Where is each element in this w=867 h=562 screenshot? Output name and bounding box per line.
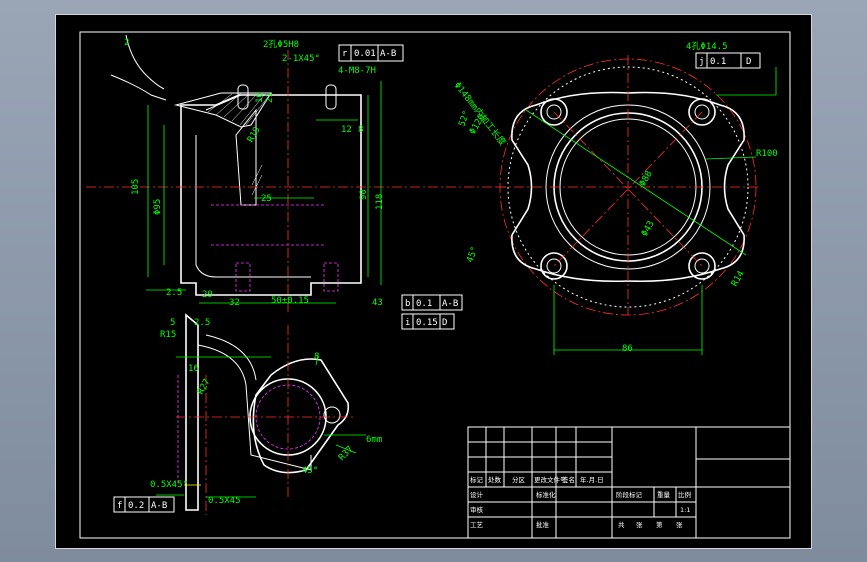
- drawing-canvas: 2孔Φ5H8 2-1X45° 4-M8-7H 105 Φ95 90 118 25…: [79, 31, 791, 539]
- tb-scale-value: 1:1: [680, 506, 690, 514]
- dim-118: 118: [375, 194, 385, 210]
- svg-text:0.1: 0.1: [416, 299, 432, 309]
- svg-text:0.15: 0.15: [416, 318, 438, 328]
- dim-45: 45°: [465, 245, 480, 264]
- tolerance-frame-1: r 0.01 A-B: [338, 44, 404, 62]
- dim-90: 90: [359, 189, 369, 200]
- dim-52: 52°: [457, 109, 472, 128]
- svg-text:f: f: [117, 501, 122, 511]
- tb-page: 第: [656, 520, 663, 529]
- svg-text:A-B: A-B: [151, 501, 167, 511]
- tolerance-frame-5: j 0.1 D: [695, 52, 761, 69]
- svg-text:i: i: [405, 318, 410, 328]
- bottom-view: [156, 313, 366, 515]
- cad-drawing-viewport[interactable]: 2孔Φ5H8 2-1X45° 4-M8-7H 105 Φ95 90 118 25…: [55, 14, 812, 549]
- dim-105: 105: [131, 179, 141, 195]
- tb-process: 工艺: [470, 521, 484, 529]
- svg-text:D: D: [442, 318, 447, 328]
- dim-r14: R14: [730, 269, 747, 288]
- svg-text:b: b: [405, 299, 410, 309]
- tb-date: 年.月.日: [580, 475, 604, 484]
- dim-2-5-bottom: 2.5: [194, 318, 210, 328]
- dim-8: 8: [358, 125, 363, 135]
- tb-scale: 比例: [678, 490, 691, 499]
- dim-2-5: 2.5: [166, 288, 182, 298]
- svg-text:j: j: [699, 57, 704, 67]
- tb-zone: 分区: [512, 475, 526, 484]
- dim-chamfer-2: 0.5X45: [208, 496, 241, 506]
- svg-text:r: r: [342, 49, 348, 59]
- tb-count: 处数: [488, 475, 502, 484]
- dim-6mm: 6mm: [366, 435, 382, 445]
- section-view: [86, 34, 506, 315]
- dim-12: 12: [341, 125, 352, 135]
- dim-50: 50±0.15: [271, 296, 309, 306]
- dim-21: 21: [265, 92, 275, 103]
- tb-sheet2: 张: [676, 520, 683, 529]
- tb-change-doc: 更改文件号: [534, 475, 567, 484]
- tb-stage: 阶段标记: [616, 490, 643, 499]
- tb-sheet1: 张: [636, 520, 643, 529]
- tb-design: 设计: [470, 490, 484, 499]
- tb-mark: 标记: [470, 475, 484, 484]
- dim-holes-phi5: 2孔Φ5H8: [263, 39, 299, 50]
- dim-r100: R100: [756, 149, 778, 159]
- dim-25: 25: [261, 194, 272, 204]
- dim-thread: 4-M8-7H: [338, 66, 376, 76]
- svg-text:A-B: A-B: [380, 49, 396, 59]
- dim-16: 16: [255, 92, 265, 103]
- dim-phi95: Φ95: [153, 199, 163, 215]
- dim-5: 5: [170, 318, 175, 328]
- tb-weight: 重量: [657, 491, 671, 499]
- svg-text:D: D: [746, 57, 751, 67]
- dim-2: 2: [124, 38, 129, 48]
- flange-view: [496, 55, 777, 355]
- dim-8-bottom: 8: [314, 352, 319, 362]
- svg-text:0.2: 0.2: [128, 501, 144, 511]
- svg-text:0.01: 0.01: [354, 49, 376, 59]
- dim-45-bottom: 45°: [302, 466, 318, 476]
- dim-4-holes: 4孔Φ14.5: [686, 41, 728, 52]
- dim-phi88: Φ88: [638, 169, 655, 188]
- dim-32: 32: [229, 298, 240, 308]
- dim-r19: R19: [246, 125, 263, 144]
- tb-approve: 批准: [536, 520, 550, 529]
- dim-chamfer-1: 0.5X45°: [150, 480, 188, 490]
- dim-86: 86: [622, 344, 633, 354]
- tb-check: 审核: [470, 505, 484, 514]
- tolerance-frame-3: i 0.15 D: [401, 313, 455, 330]
- tb-total: 共: [618, 520, 625, 529]
- dim-r15: R15: [160, 330, 176, 340]
- dim-chamfer: 2-1X45°: [282, 54, 320, 64]
- svg-text:0.1: 0.1: [710, 57, 726, 67]
- tb-standard: 标准化: [536, 490, 556, 499]
- dim-16-bottom: 16: [188, 364, 199, 374]
- dim-r37: R37: [337, 445, 356, 464]
- sheet-border: [79, 31, 791, 539]
- svg-text:A-B: A-B: [442, 299, 458, 309]
- dim-29: 29: [202, 290, 213, 300]
- tolerance-frame-4: f 0.2 A-B: [113, 496, 175, 513]
- dim-phi43: Φ43: [640, 219, 657, 238]
- title-block: [467, 426, 791, 539]
- tolerance-frame-2: b 0.1 A-B: [401, 294, 463, 311]
- dim-43: 43: [372, 298, 383, 308]
- tb-sign: 签名: [562, 475, 575, 484]
